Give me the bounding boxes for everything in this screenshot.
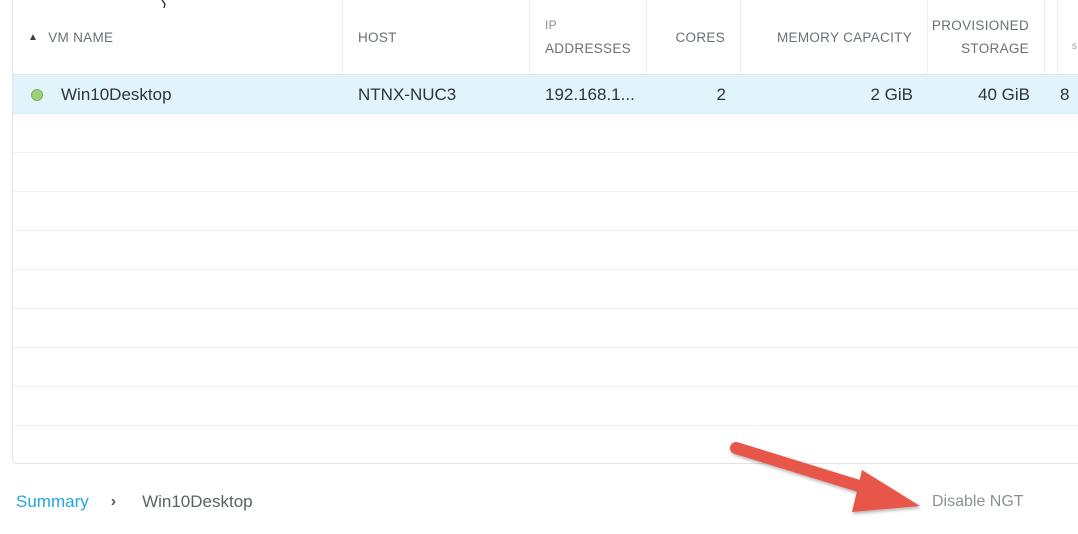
memory-cell: 2 GiB (870, 84, 913, 104)
sort-ascending-icon[interactable]: ▲ (28, 31, 39, 43)
vm-name-cell[interactable]: Win10Desktop (31, 75, 343, 114)
host-cell: NTNX-NUC3 (358, 84, 457, 104)
column-header-host[interactable]: HOST (343, 0, 530, 74)
column-header-cores[interactable]: CORES (647, 0, 741, 74)
empty-row (13, 231, 1078, 270)
empty-row (13, 153, 1078, 192)
empty-row (13, 348, 1078, 387)
ip-cell: 192.168.1... (545, 84, 635, 104)
empty-row (13, 387, 1078, 426)
breadcrumb-current: Win10Desktop (142, 492, 253, 511)
breadcrumb-summary-link[interactable]: Summary (16, 492, 89, 511)
column-header-provisioned-storage[interactable]: PROVISIONED STORAGE (928, 0, 1045, 74)
column-header-truncated-mark: s (1072, 41, 1077, 52)
annotation-mark-icon (161, 0, 166, 8)
disable-ngt-link[interactable]: Disable NGT (932, 493, 1024, 510)
column-header-vm-name[interactable]: ▲ VM NAME (13, 0, 343, 74)
column-header-memory-capacity[interactable]: MEMORY CAPACITY (741, 0, 928, 74)
cores-cell: 2 (716, 84, 726, 104)
storage-cell: 40 GiB (978, 84, 1030, 104)
table-row[interactable]: Win10Desktop NTNX-NUC3 192.168.1... 2 2 … (13, 75, 1078, 114)
table-header: ▲ VM NAME HOST IP ADDRESSES CORES MEMORY… (13, 0, 1078, 75)
column-header-truncated[interactable] (1057, 0, 1078, 74)
empty-row (13, 270, 1078, 309)
chevron-right-icon: › (110, 493, 117, 510)
empty-row (13, 426, 1078, 463)
breadcrumb: Summary › Win10Desktop (16, 490, 253, 514)
vm-table: ▲ VM NAME HOST IP ADDRESSES CORES MEMORY… (12, 0, 1078, 464)
empty-row (13, 309, 1078, 348)
power-on-status-icon (31, 88, 43, 101)
truncated-cell: 8 (1060, 84, 1070, 104)
column-header-ip-addresses[interactable]: IP ADDRESSES (530, 0, 647, 74)
empty-row (13, 192, 1078, 231)
empty-row (13, 114, 1078, 153)
